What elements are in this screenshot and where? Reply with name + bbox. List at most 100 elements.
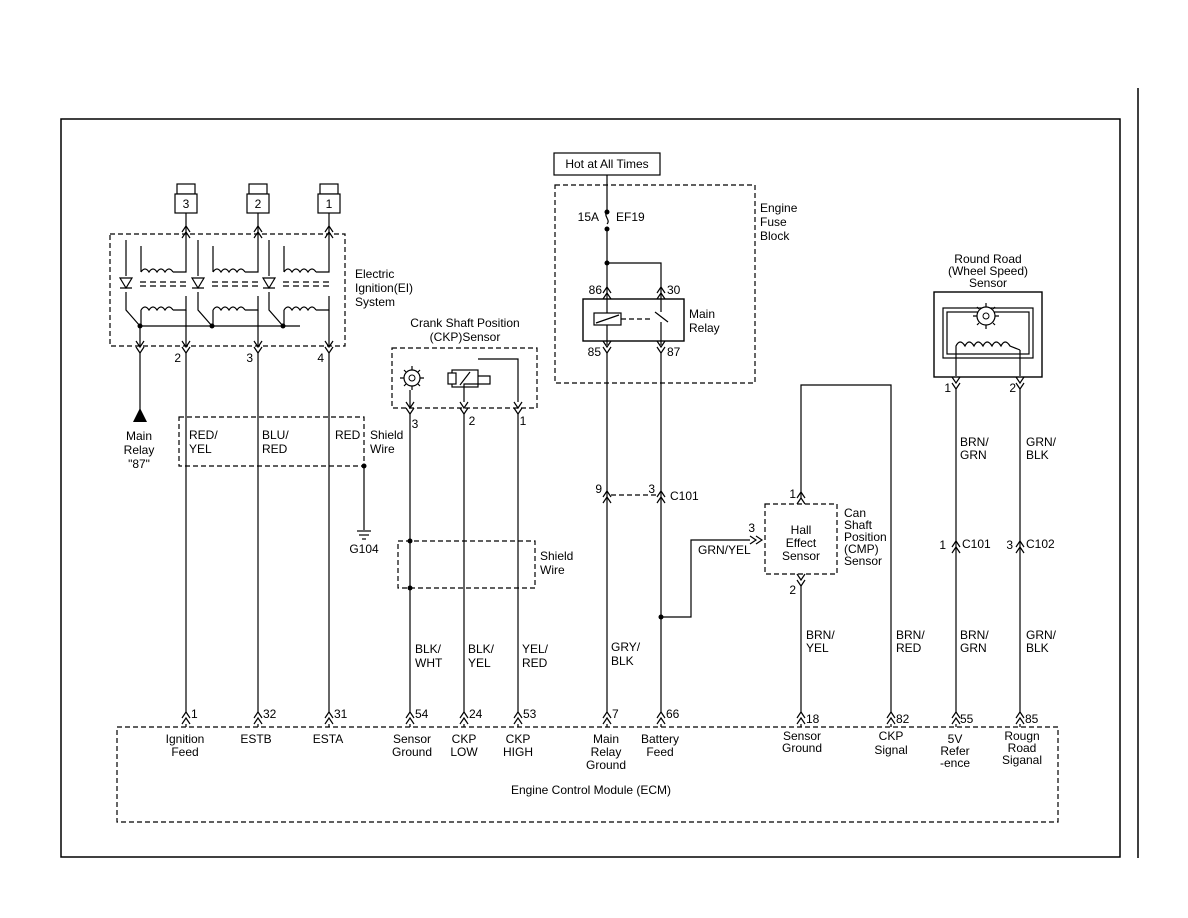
ei-coil-unit-2 xyxy=(190,240,259,327)
ecm-name: Engine Control Module (ECM) xyxy=(511,783,671,797)
svg-text:Crank Shaft Position: Crank Shaft Position xyxy=(410,316,519,330)
svg-text:82: 82 xyxy=(896,712,910,726)
ei-wire-color-1: RED/ YEL xyxy=(189,428,218,456)
ckp-wire-color-2: BLK/ YEL xyxy=(468,642,495,670)
shield-wire-1 xyxy=(178,416,365,467)
ckp-wire-color-3: YEL/ RED xyxy=(522,642,549,670)
svg-text:ESTB: ESTB xyxy=(240,732,271,746)
svg-text:BRN/: BRN/ xyxy=(960,628,989,642)
hall-effect-sensor xyxy=(764,503,838,575)
svg-text:Engine: Engine xyxy=(760,201,798,215)
svg-text:Ignition: Ignition xyxy=(166,732,205,746)
engine-fuse-block xyxy=(554,184,756,384)
svg-text:Ground: Ground xyxy=(782,741,822,755)
svg-text:Round Road: Round Road xyxy=(954,252,1021,266)
diagram-frame xyxy=(60,118,1121,858)
svg-text:Ignition(EI): Ignition(EI) xyxy=(355,281,413,295)
ckp-pin-1: 1 xyxy=(520,414,527,428)
hall-pin-2: 2 xyxy=(789,583,796,597)
svg-text:Refer: Refer xyxy=(940,744,969,758)
ei-pin-2: 2 xyxy=(174,351,181,365)
svg-text:Block: Block xyxy=(760,229,790,243)
svg-text:Signal: Signal xyxy=(874,743,907,757)
ecm-pin-sensor-ground-2: 18 Sensor Ground xyxy=(782,710,822,755)
main-relay-87-label: Main Relay "87" xyxy=(124,429,155,471)
wheel-wire-bottom-2: GRN/ BLK xyxy=(1026,628,1057,655)
relay-pin-30: 30 xyxy=(667,283,681,297)
svg-text:Main: Main xyxy=(593,732,619,746)
ecm-pin-battery-feed: 66 Battery Feed xyxy=(641,707,680,759)
svg-text:Shield: Shield xyxy=(540,549,573,563)
ckp-pin-3: 3 xyxy=(412,417,419,431)
svg-text:1: 1 xyxy=(191,707,198,721)
svg-text:Fuse: Fuse xyxy=(760,215,787,229)
svg-text:Shaft: Shaft xyxy=(844,518,873,532)
coil-3: 3 xyxy=(174,183,198,214)
svg-text:7: 7 xyxy=(612,707,619,721)
fuse-name: EF19 xyxy=(616,210,645,224)
svg-text:GRY/: GRY/ xyxy=(611,640,641,654)
c101-left-pin-b: 3 xyxy=(648,482,655,496)
ecm-pin-main-relay-ground: 7 Main Relay Ground xyxy=(586,707,626,772)
svg-text:Ground: Ground xyxy=(586,758,626,772)
shield-wire-2 xyxy=(397,540,536,589)
svg-text:3: 3 xyxy=(183,197,190,211)
relay-pin-85: 85 xyxy=(588,345,602,359)
relay-pin-87: 87 xyxy=(667,345,681,359)
svg-text:18: 18 xyxy=(806,712,820,726)
svg-text:31: 31 xyxy=(334,707,348,721)
cmp-wire-color-1: BRN/ YEL xyxy=(806,628,835,655)
svg-text:BLK: BLK xyxy=(1026,641,1049,655)
svg-text:Relay: Relay xyxy=(124,443,155,457)
wheel-pin-2: 2 xyxy=(1009,381,1016,395)
ei-wire-color-2: BLU/ RED xyxy=(262,428,289,456)
ckp-pin-2: 2 xyxy=(469,414,476,428)
svg-text:ESTA: ESTA xyxy=(313,732,343,746)
svg-text:Shield: Shield xyxy=(370,428,403,442)
svg-text:Relay: Relay xyxy=(689,321,720,335)
ecm-pin-ignition-feed: 1 Ignition Feed xyxy=(166,707,205,759)
svg-text:Feed: Feed xyxy=(171,745,198,759)
ckp-sensor-title: Crank Shaft Position (CKP)Sensor xyxy=(410,316,519,344)
engine-control-module xyxy=(116,726,1059,823)
svg-text:CKP: CKP xyxy=(879,729,904,743)
svg-text:GRN/: GRN/ xyxy=(1026,435,1057,449)
svg-text:Effect: Effect xyxy=(786,536,817,550)
svg-text:BLK/: BLK/ xyxy=(468,642,495,656)
ecm-pin-ckp-high: 53 CKP HIGH xyxy=(503,707,537,759)
svg-text:Ground: Ground xyxy=(392,745,432,759)
coil-2: 2 xyxy=(246,183,270,214)
svg-text:BRN/: BRN/ xyxy=(806,628,835,642)
svg-text:Battery: Battery xyxy=(641,732,679,746)
ecm-pin-5v-reference: 55 5V Refer -ence xyxy=(940,710,974,770)
svg-text:RED: RED xyxy=(262,442,288,456)
ckp-wire-color-1: BLK/ WHT xyxy=(415,642,443,670)
svg-text:WHT: WHT xyxy=(415,656,443,670)
hall-pin-3: 3 xyxy=(748,521,755,535)
electric-ignition-system xyxy=(109,233,346,347)
svg-text:24: 24 xyxy=(469,707,483,721)
engine-fuse-block-label: Engine Fuse Block xyxy=(760,201,798,243)
svg-text:Sensor: Sensor xyxy=(783,729,821,743)
svg-text:Rougn: Rougn xyxy=(1004,729,1039,743)
svg-text:Feed: Feed xyxy=(646,745,673,759)
svg-text:BLK: BLK xyxy=(1026,448,1049,462)
svg-text:YEL: YEL xyxy=(806,641,829,655)
hot-at-all-times-box: Hot at All Times xyxy=(553,152,661,176)
svg-text:Wire: Wire xyxy=(540,563,565,577)
hall-pin-1: 1 xyxy=(789,487,796,501)
svg-text:RED: RED xyxy=(335,428,361,442)
svg-text:Electric: Electric xyxy=(355,267,394,281)
ecm-pin-ckp-signal: 82 CKP Signal xyxy=(874,710,910,757)
svg-text:BLU/: BLU/ xyxy=(262,428,289,442)
ei-pin-4: 4 xyxy=(317,351,324,365)
svg-text:YEL: YEL xyxy=(189,442,212,456)
svg-text:YEL: YEL xyxy=(468,656,491,670)
gry-blk-wire-label: GRY/ BLK xyxy=(611,640,641,668)
cmp-sensor-label: Can Shaft Position (CMP) Sensor xyxy=(844,506,887,568)
svg-text:(Wheel Speed): (Wheel Speed) xyxy=(948,264,1028,278)
ecm-pin-sensor-ground-1: 54 Sensor Ground xyxy=(392,707,432,759)
svg-text:2: 2 xyxy=(255,197,262,211)
ecm-pin-esta: 31 ESTA xyxy=(313,707,348,746)
shield-wire-2-label: Shield Wire xyxy=(540,549,573,577)
